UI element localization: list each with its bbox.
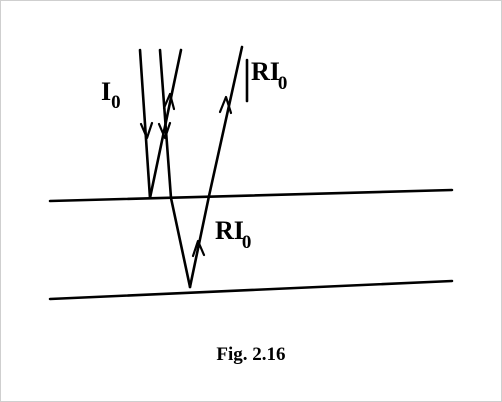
incident-ray-1 [138, 48, 152, 200]
arrow-reflected-1 [162, 92, 176, 111]
arrow-incident-1 [139, 121, 154, 140]
figure-caption: Fig. 2.16 [216, 344, 285, 365]
reflected-label-inner: RI0 [215, 216, 251, 253]
top-surface-line [48, 188, 454, 203]
incident-ray-2 [158, 48, 173, 200]
emerging-ray [207, 45, 244, 198]
refracted-ray-down [169, 196, 192, 289]
arrow-emerging [218, 95, 233, 115]
reflected-label-top: RI0 [251, 57, 287, 94]
bottom-surface-line [48, 279, 454, 301]
incident-label: I0 [101, 77, 121, 113]
arrow-refracted-up [191, 239, 206, 258]
arrow-incident-2 [157, 121, 172, 140]
refracted-ray-up [188, 194, 211, 289]
